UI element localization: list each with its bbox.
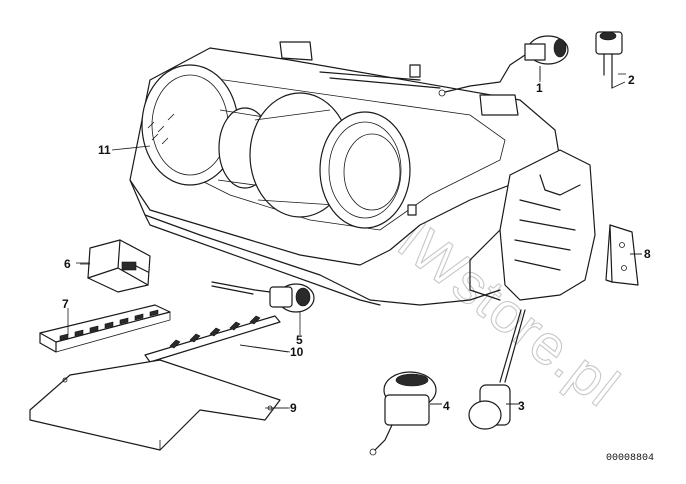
label-part-1: 1 xyxy=(536,81,543,95)
part-9-cover xyxy=(29,359,290,451)
part-5-motor xyxy=(211,281,315,330)
leader-lines xyxy=(67,66,642,409)
part-3-actuator xyxy=(468,309,526,430)
housing-connectors xyxy=(147,64,421,216)
label-part-4: 4 xyxy=(443,399,450,413)
label-part-7: 7 xyxy=(62,297,69,311)
label-part-9: 9 xyxy=(290,401,297,415)
blower-wheel-right xyxy=(249,92,411,229)
label-part-5: 5 xyxy=(296,333,303,347)
label-part-11: 11 xyxy=(98,143,111,157)
label-part-2: 2 xyxy=(628,73,635,87)
part-8-bracket xyxy=(605,224,642,286)
part-7-connector-strip xyxy=(39,304,171,353)
part-4-servo xyxy=(369,371,442,456)
label-part-8: 8 xyxy=(644,247,651,261)
part-2-switch xyxy=(595,31,626,89)
part-11-leader xyxy=(111,145,151,151)
part-6-relay xyxy=(76,239,151,293)
part-1-actuator xyxy=(438,35,569,97)
diagram-code: 00008804 xyxy=(606,453,654,464)
label-part-3: 3 xyxy=(518,399,525,413)
label-part-6: 6 xyxy=(64,257,71,271)
part-10-busbar xyxy=(144,315,291,363)
label-part-10: 10 xyxy=(290,345,304,359)
